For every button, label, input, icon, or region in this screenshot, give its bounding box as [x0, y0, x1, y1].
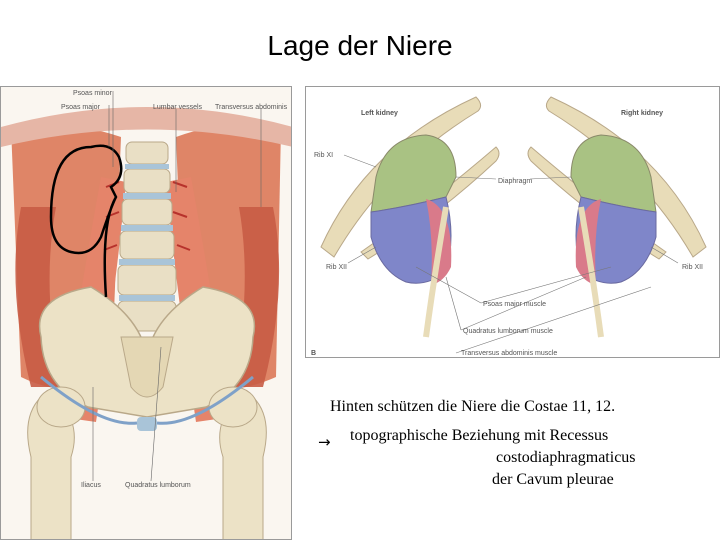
- posterior-abdominal-wall-illustration: Psoas minor Psoas major Lumbar vessels T…: [1, 87, 291, 539]
- arrow-icon: →: [318, 433, 331, 451]
- posterior-abdominal-wall-figure: Psoas minor Psoas major Lumbar vessels T…: [0, 86, 292, 540]
- label-psoas-major-muscle: Psoas major muscle: [483, 301, 546, 308]
- label-psoas-minor: Psoas minor: [73, 90, 113, 97]
- label-transversus-abdominis: Transversus abdominis: [215, 104, 288, 111]
- label-diaphragm: Diaphragm: [498, 178, 532, 185]
- slide-title: Lage der Niere: [267, 30, 453, 61]
- kidney-relations-figure: Left kidney Right kidney Rib XI Rib XII …: [305, 86, 720, 358]
- caption-line-1: Hinten schützen die Niere die Costae 11,…: [330, 398, 616, 415]
- label-right-kidney: Right kidney: [621, 110, 663, 117]
- label-quadratus-lumborum: Quadratus lumborum: [125, 482, 191, 489]
- label-transversus-abdominis-muscle: Transversus abdominis muscle: [461, 350, 557, 357]
- label-psoas-major: Psoas major: [61, 104, 101, 111]
- label-quadratus-lumborum-muscle: Quadratus lumborum muscle: [463, 328, 553, 335]
- label-rib-xii-right: Rib XII: [682, 264, 703, 271]
- label-rib-xii-left: Rib XII: [326, 264, 347, 271]
- label-rib-xi: Rib XI: [314, 152, 333, 159]
- caption-line-4: der Cavum pleurae: [492, 471, 614, 488]
- label-iliacus: Iliacus: [81, 482, 101, 489]
- caption-line-2: topographische Beziehung mit Recessus: [350, 427, 609, 444]
- label-left-kidney: Left kidney: [361, 110, 398, 117]
- kidney-relations-illustration: Left kidney Right kidney Rib XI Rib XII …: [311, 96, 707, 357]
- label-panel-letter: B: [311, 350, 316, 357]
- label-lumbar-vessels: Lumbar vessels: [153, 104, 203, 111]
- caption-line-3: costodiaphragmaticus: [496, 449, 636, 466]
